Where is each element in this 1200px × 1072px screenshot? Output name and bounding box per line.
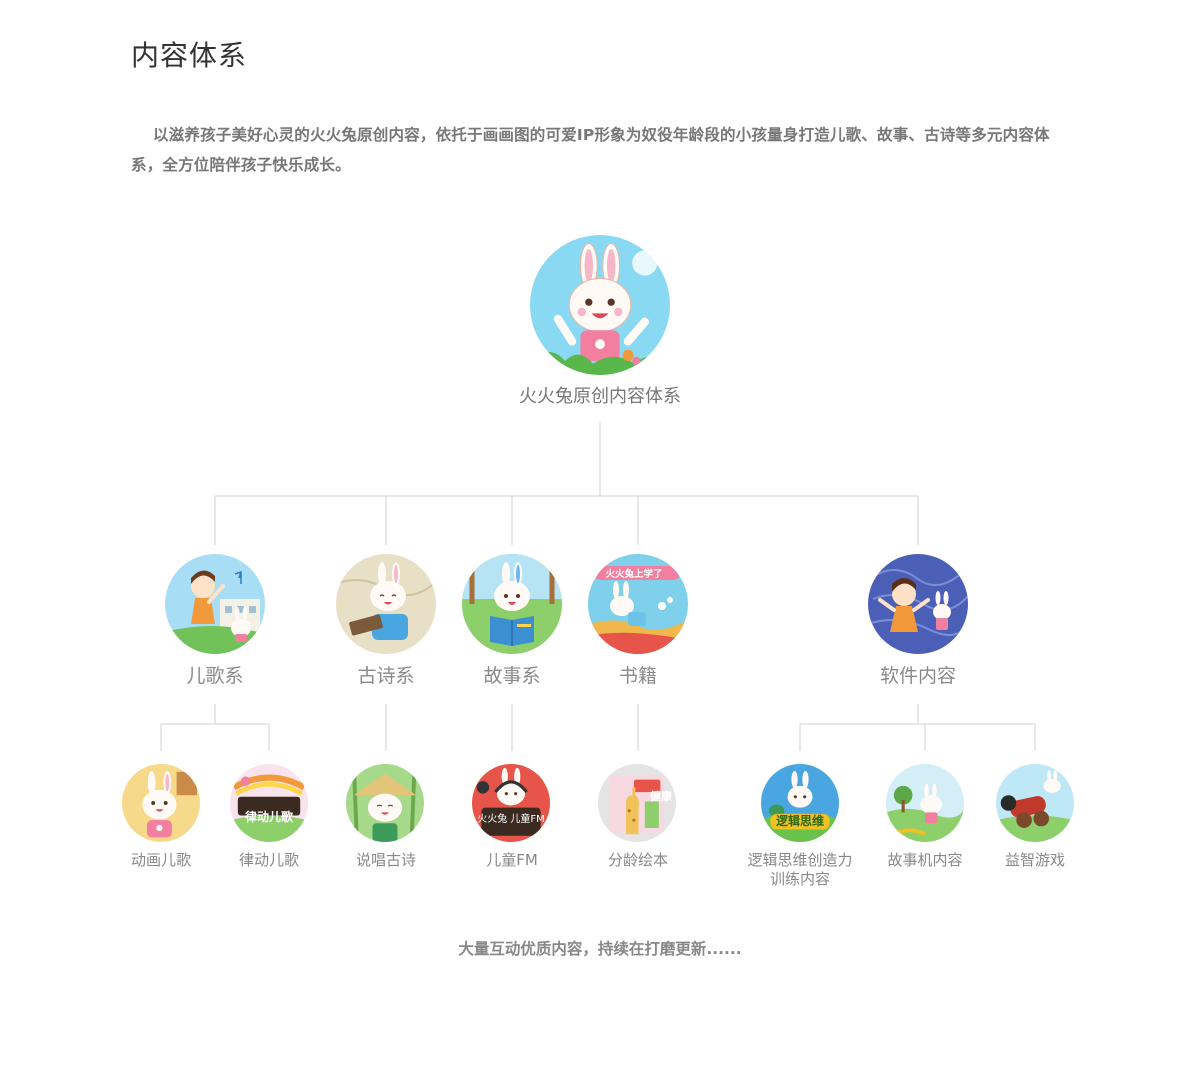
- category-label-gushi: 古诗系: [357, 665, 415, 687]
- picture-book-badge: 健康: [650, 790, 672, 803]
- book-cover-title: 火火兔上学了: [605, 569, 663, 580]
- radio-badge: 火火兔 儿童FM: [477, 814, 545, 825]
- bunny-reading-scroll-illustration: [336, 554, 436, 654]
- leaf-label-yizhi: 益智游戏: [1004, 851, 1065, 869]
- footer-note: 大量互动优质内容，持续在打磨更新......: [458, 940, 742, 958]
- bunny-reading-book-illustration: [462, 554, 562, 654]
- logic-thinking-badge: 逻辑思维: [775, 814, 824, 828]
- leaf-label-donghua: 动画儿歌: [130, 851, 191, 869]
- bunny-meadow-illustration: [886, 764, 964, 842]
- category-label-shuji: 书籍: [618, 665, 657, 687]
- leaf-label-luoji-line2: 训练内容: [769, 870, 830, 888]
- girl-and-bunny-illustration: [165, 554, 265, 654]
- category-label-erge: 儿歌系: [186, 665, 244, 687]
- bunny-waving-illustration: [530, 235, 670, 375]
- category-label-gushixi: 故事系: [483, 665, 541, 687]
- root-label: 火火兔原创内容体系: [519, 386, 681, 407]
- leaf-label-gushiji: 故事机内容: [887, 851, 963, 869]
- page-title: 内容体系: [131, 39, 248, 72]
- rhythm-song-badge: 律动儿歌: [244, 810, 293, 824]
- girl-and-bunny-night-illustration: [868, 554, 968, 654]
- leaf-label-luoji-line1: 逻辑思维创造力: [747, 851, 853, 869]
- intro-paragraph: 以滋养孩子美好心灵的火火兔原创内容，依托于画画图的可爱IP形象为奴役年龄段的小孩…: [131, 126, 1050, 174]
- leaf-label-luoji: 逻辑思维创造力 训练内容: [725, 851, 875, 889]
- leaf-label-lvdong: 律动儿歌: [238, 851, 299, 869]
- rhythm-song-illustration: [230, 764, 308, 842]
- leaf-label-shuochang: 说唱古诗: [355, 851, 416, 869]
- leaf-label-huiben: 分龄绘本: [607, 851, 668, 869]
- bunny-straw-hat-illustration: [346, 764, 424, 842]
- cannon-game-illustration: [996, 764, 1074, 842]
- bunny-radio-illustration: [472, 764, 550, 842]
- leaf-label-fm: 儿童FM: [486, 851, 538, 869]
- picture-book-illustration: [598, 764, 676, 842]
- category-label-software: 软件内容: [879, 665, 956, 687]
- bunny-animation-illustration: [122, 764, 200, 842]
- logic-thinking-illustration: [761, 764, 839, 842]
